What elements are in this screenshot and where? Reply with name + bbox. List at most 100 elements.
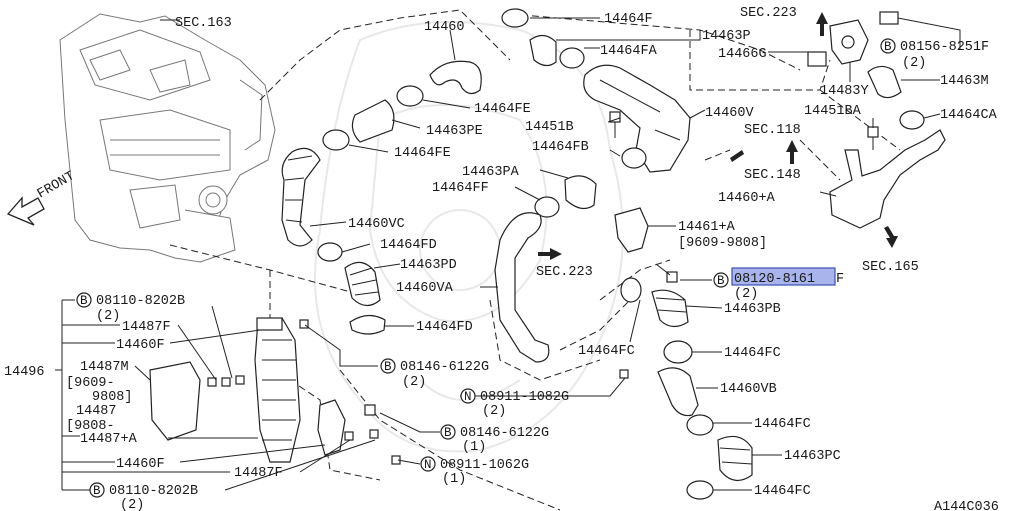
part-number-highlighted: 08120-8161 bbox=[734, 272, 815, 287]
quantity: (2) bbox=[734, 287, 758, 302]
label-14464ca[interactable]: 14464CA bbox=[940, 108, 998, 123]
label-sec-163[interactable]: SEC.163 bbox=[175, 16, 232, 31]
diagram-code: A144C036 bbox=[934, 500, 999, 511]
label-14463pe[interactable]: 14463PE bbox=[426, 124, 483, 139]
label-14487m[interactable]: 14487M bbox=[80, 360, 129, 375]
label-14463m[interactable]: 14463M bbox=[940, 74, 989, 89]
callout-prefix: N bbox=[464, 390, 472, 404]
hose-14463pe bbox=[351, 99, 395, 143]
label-14464fc-4[interactable]: 14464FC bbox=[754, 484, 811, 499]
label-14460f-upper[interactable]: 14460F bbox=[116, 338, 165, 353]
quantity: (2) bbox=[482, 404, 506, 419]
label-14463pd[interactable]: 14463PD bbox=[400, 258, 457, 273]
label-14466g[interactable]: 14466G bbox=[718, 47, 767, 62]
label-sec-118[interactable]: SEC.118 bbox=[744, 123, 801, 138]
label-14464fc-1[interactable]: 14464FC bbox=[578, 344, 635, 359]
callout-08110-8202b-top[interactable]: B 08110-8202B (2) bbox=[76, 292, 185, 324]
label-14463pb[interactable]: 14463PB bbox=[724, 302, 781, 317]
part-number: 08156-8251F bbox=[900, 40, 989, 55]
callout-prefix: B bbox=[717, 274, 725, 288]
intercooler-14496 bbox=[254, 317, 301, 463]
callout-prefix: B bbox=[93, 484, 101, 498]
label-14464fe-upper[interactable]: 14464FE bbox=[474, 102, 531, 117]
part-number: 08911-1062G bbox=[440, 458, 529, 473]
label-14487f-upper[interactable]: 14487F bbox=[122, 320, 171, 335]
callout-prefix: N bbox=[424, 458, 432, 472]
leader-lines bbox=[55, 17, 961, 491]
label-14464fe-lower[interactable]: 14464FE bbox=[394, 146, 451, 161]
label-14487m-date-start[interactable]: [9609- bbox=[66, 376, 115, 391]
part-number: 08110-8202B bbox=[96, 294, 185, 309]
bolt-08120 bbox=[655, 263, 678, 283]
clamp-14464ca bbox=[899, 110, 925, 130]
label-14463pc[interactable]: 14463PC bbox=[784, 449, 841, 464]
callout-08110-8202b-bottom[interactable]: B 08110-8202B (2) bbox=[89, 482, 198, 511]
label-14464fd-lower[interactable]: 14464FD bbox=[416, 320, 473, 335]
label-14487m-date-end[interactable]: 9808] bbox=[92, 390, 133, 405]
label-14463pa[interactable]: 14463PA bbox=[462, 165, 520, 180]
label-14461-a[interactable]: 14461+A bbox=[678, 220, 736, 235]
part-labels: SEC.163 14460 14464F 14463P 14464FA SEC.… bbox=[4, 6, 999, 511]
quantity: (1) bbox=[462, 440, 486, 455]
bolt-14451ba bbox=[867, 126, 879, 150]
label-sec-223-mid[interactable]: SEC.223 bbox=[536, 265, 593, 280]
callout-08156-8251f[interactable]: B 08156-8251F (2) bbox=[880, 38, 989, 71]
clamp-14464fc-3 bbox=[686, 414, 714, 436]
clamp-14464fb bbox=[621, 147, 647, 169]
label-14460va[interactable]: 14460VA bbox=[396, 281, 454, 296]
label-14464fc-3[interactable]: 14464FC bbox=[754, 417, 811, 432]
label-14487[interactable]: 14487 bbox=[76, 404, 117, 419]
callout-08120-8161f[interactable]: B 08120-8161 F (2) bbox=[713, 267, 844, 302]
label-14460-a[interactable]: 14460+A bbox=[718, 191, 776, 206]
label-14464fa[interactable]: 14464FA bbox=[600, 44, 658, 59]
clamp-14464fc-1 bbox=[620, 277, 642, 303]
callout-prefix: B bbox=[444, 426, 452, 440]
label-14496[interactable]: 14496 bbox=[4, 365, 45, 380]
label-14487-a[interactable]: 14487+A bbox=[80, 432, 138, 447]
quantity: (1) bbox=[442, 472, 466, 487]
callout-08146-6122g-qty1[interactable]: B 08146-6122G (1) bbox=[440, 424, 549, 455]
label-14463p[interactable]: 14463P bbox=[702, 29, 751, 44]
quantity: (2) bbox=[402, 375, 426, 390]
label-sec-148[interactable]: SEC.148 bbox=[744, 168, 801, 183]
part-number: 08146-6122G bbox=[400, 360, 489, 375]
quantity: (2) bbox=[96, 309, 120, 324]
hose-14463pc bbox=[717, 435, 753, 481]
hose-14463pb bbox=[651, 289, 689, 328]
clamp-14464fd-upper bbox=[317, 242, 343, 262]
label-14460vc[interactable]: 14460VC bbox=[348, 217, 405, 232]
label-14451b[interactable]: 14451B bbox=[525, 120, 574, 135]
label-14464fb[interactable]: 14464FB bbox=[532, 140, 589, 155]
label-14464ff[interactable]: 14464FF bbox=[432, 181, 489, 196]
label-14461-date[interactable]: [9609-9808] bbox=[678, 236, 767, 251]
callout-prefix: B bbox=[384, 360, 392, 374]
label-14483y[interactable]: 14483Y bbox=[820, 84, 869, 99]
label-14460vb[interactable]: 14460VB bbox=[720, 382, 777, 397]
label-14487f-lower[interactable]: 14487F bbox=[234, 466, 283, 481]
label-14487-date[interactable]: [9808- bbox=[66, 419, 115, 434]
hose-14463m bbox=[867, 65, 902, 99]
callout-08911-1062g[interactable]: N 08911-1062G (1) bbox=[420, 456, 529, 487]
label-14460v[interactable]: 14460V bbox=[705, 106, 755, 121]
label-14460[interactable]: 14460 bbox=[424, 20, 465, 35]
label-14451ba[interactable]: 14451BA bbox=[804, 104, 862, 119]
selection-highlight bbox=[731, 267, 836, 286]
label-sec-223-top[interactable]: SEC.223 bbox=[740, 6, 797, 21]
callout-08146-6122g-qty2[interactable]: B 08146-6122G (2) bbox=[380, 358, 489, 390]
callout-08911-1082g[interactable]: N 08911-1082G (2) bbox=[460, 388, 569, 419]
label-14464f[interactable]: 14464F bbox=[604, 12, 653, 27]
hose-14460 bbox=[429, 60, 482, 95]
label-14464fc-2[interactable]: 14464FC bbox=[724, 346, 781, 361]
label-14460f-lower[interactable]: 14460F bbox=[116, 457, 165, 472]
duct-14460f bbox=[317, 399, 346, 456]
label-sec-165[interactable]: SEC.165 bbox=[862, 260, 919, 275]
quantity: (2) bbox=[902, 56, 926, 71]
bracket-14487m bbox=[149, 361, 201, 441]
part-number-suffix: F bbox=[836, 272, 844, 287]
clamp-14464ff bbox=[534, 196, 560, 218]
engine-block-illustration bbox=[59, 13, 276, 263]
part-number: 08146-6122G bbox=[460, 426, 549, 441]
label-14464fd-upper[interactable]: 14464FD bbox=[380, 238, 437, 253]
clamp-14464fa bbox=[559, 47, 585, 69]
